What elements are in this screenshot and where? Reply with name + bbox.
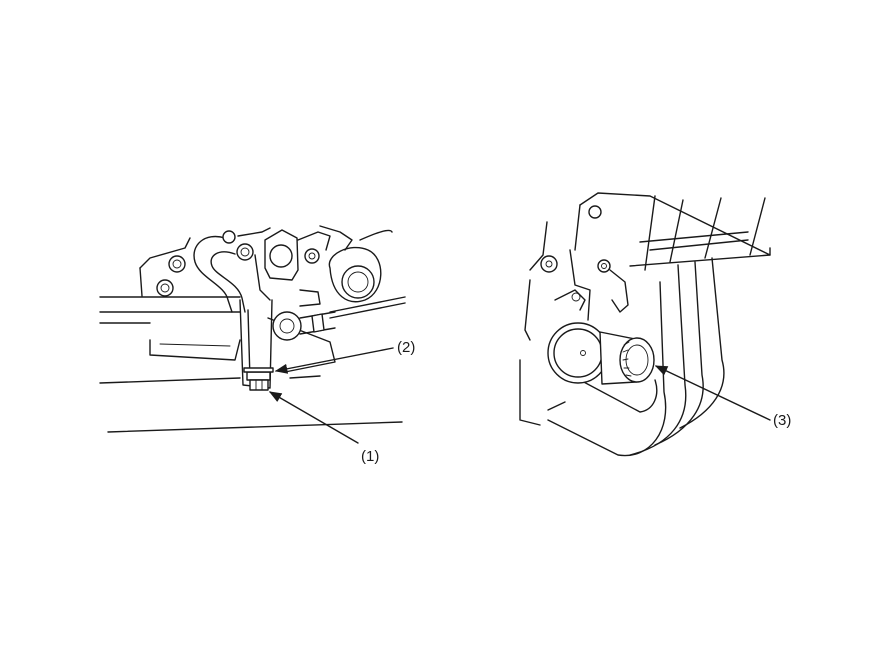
- oil-hose: [273, 312, 335, 340]
- sealing-washer: [244, 368, 273, 372]
- callout-3-arrow: [656, 366, 770, 420]
- radiator: [575, 193, 770, 270]
- drain-bolt: [247, 372, 270, 390]
- left-figure-drain-bolt-view: (1) (2): [100, 226, 415, 465]
- callout-3-label: (3): [773, 412, 791, 429]
- filter-housing: [548, 323, 608, 383]
- coolant-hose: [194, 231, 245, 312]
- callout-1-label: (1): [361, 448, 379, 465]
- callout-2-arrow: [276, 348, 393, 371]
- callout-1-arrow: [270, 392, 358, 443]
- frame-rails: [100, 297, 405, 432]
- right-figure-oil-filter-view: (3): [520, 193, 791, 456]
- callout-2-label: (2): [397, 339, 415, 356]
- pipe-union: [329, 230, 392, 301]
- oil-filter: [600, 332, 654, 384]
